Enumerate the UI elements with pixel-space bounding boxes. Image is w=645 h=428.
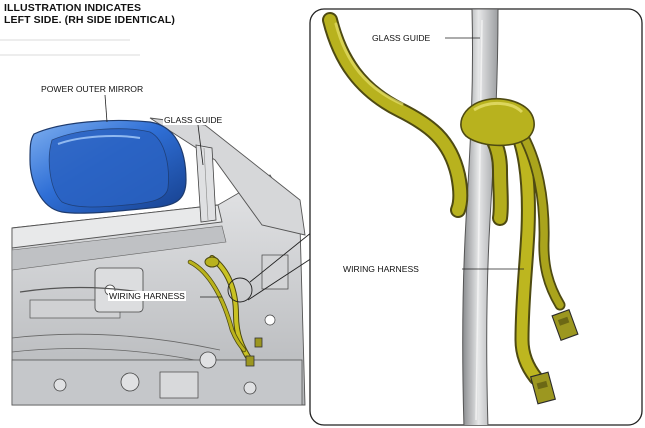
glass-guide-label-detail: GLASS GUIDE [371,33,432,43]
note-line-1: ILLUSTRATION INDICATES [4,2,142,14]
illustration-note: ILLUSTRATION INDICATES LEFT SIDE. (RH SI… [4,2,175,26]
zoom-connector [227,231,313,303]
connector-upper [551,309,579,341]
glass-guide-label-left: GLASS GUIDE [163,115,224,125]
left-leader-lines [104,94,222,298]
left-wiring-harness [187,255,263,367]
wiring-harness-label-left: WIRING HARNESS [108,291,186,301]
note-line-2: LEFT SIDE. (RH SIDE IDENTICAL) [4,14,175,26]
detail-leader-lines [445,37,524,270]
connector-lower [530,371,556,405]
wiring-harness-label-detail: WIRING HARNESS [342,264,420,274]
detail-view [322,9,579,425]
power-outer-mirror-label: POWER OUTER MIRROR [40,84,145,94]
detail-wiring-harness [322,12,579,405]
power-outer-mirror [29,119,187,214]
door-panel [0,39,306,406]
